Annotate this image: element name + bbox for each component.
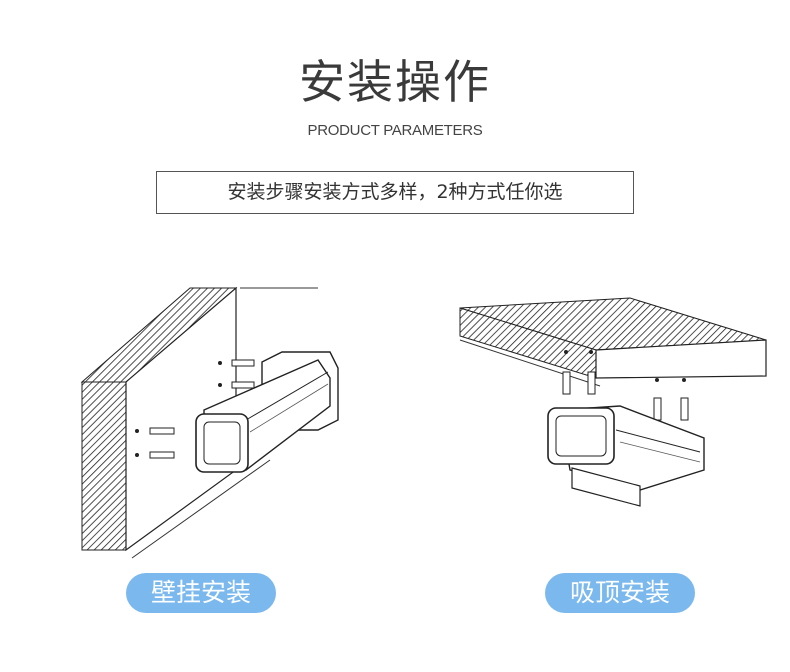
ceiling-screws <box>562 350 689 421</box>
wall-screws <box>135 359 255 459</box>
ceiling-mount-illustration <box>459 297 767 507</box>
wall-mount-illustration <box>80 286 339 559</box>
page-subtitle: PRODUCT PARAMETERS <box>307 122 483 139</box>
wall-mount-label: 壁挂安装 <box>126 573 276 613</box>
ceiling-mount-label: 吸顶安装 <box>545 573 695 613</box>
tagline-box: 安装步骤安装方式多样，2种方式任你选 <box>156 171 634 214</box>
page-title: 安装操作 <box>299 55 491 109</box>
